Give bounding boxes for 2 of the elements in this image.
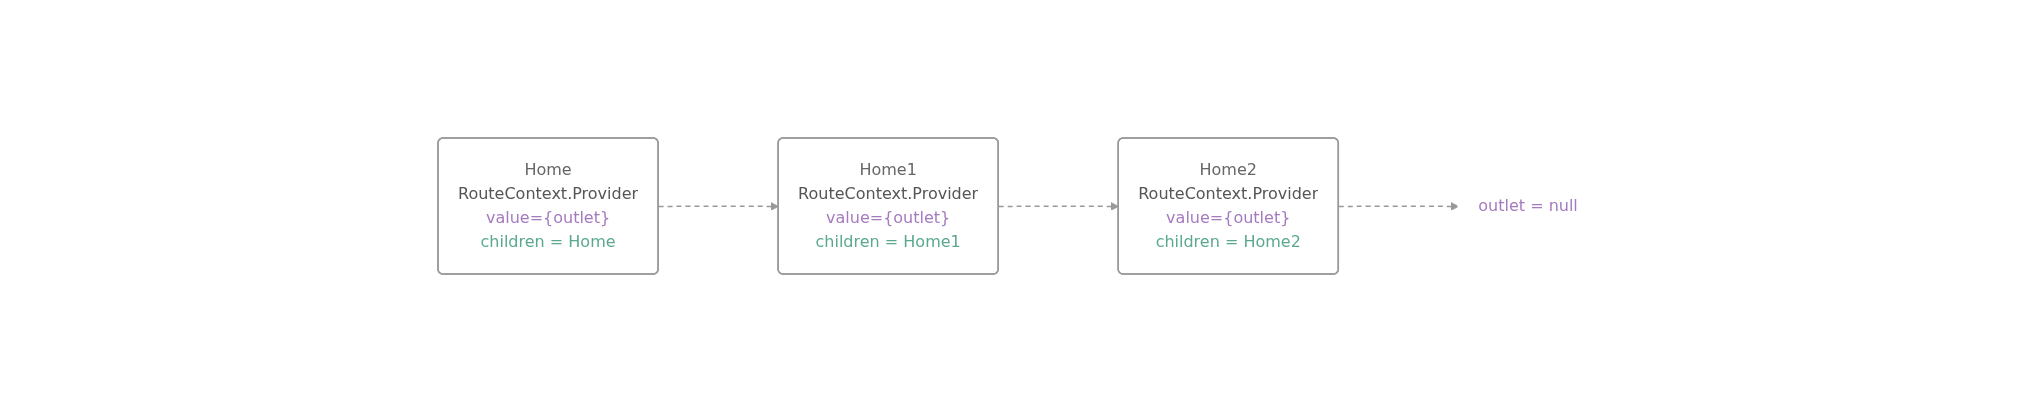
node-text: outlet = null (1478, 196, 1578, 215)
arrow (1338, 202, 1460, 211)
